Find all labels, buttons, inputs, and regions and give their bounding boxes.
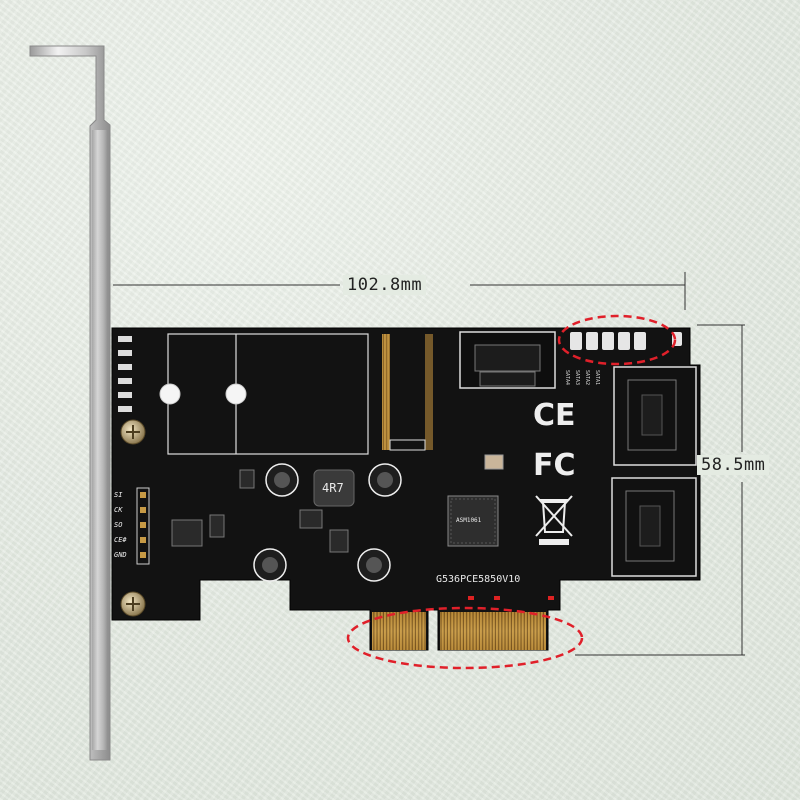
svg-text:SATA3: SATA3 bbox=[574, 370, 580, 385]
crystal bbox=[484, 454, 504, 470]
led-row bbox=[570, 332, 682, 350]
svg-text:SATA2: SATA2 bbox=[584, 370, 590, 385]
svg-text:GND: GND bbox=[114, 551, 127, 559]
dimension-lines bbox=[113, 272, 745, 656]
controller-chip bbox=[447, 495, 499, 547]
highlight-led-ellipse bbox=[557, 314, 677, 366]
smd-chips bbox=[171, 469, 349, 553]
jtag-header bbox=[136, 487, 150, 565]
svg-text:SATA4: SATA4 bbox=[564, 370, 570, 385]
screw-icon-bottom bbox=[120, 591, 146, 617]
highlight-fingers-ellipse bbox=[346, 606, 584, 670]
screw-icon-top bbox=[120, 419, 146, 445]
weee-icon bbox=[535, 495, 573, 545]
ce-mark: CE bbox=[533, 398, 576, 433]
fc-mark: FC bbox=[533, 448, 576, 483]
sata-power-connector bbox=[459, 331, 556, 389]
model-text: G536PCE5850V10 bbox=[436, 574, 520, 585]
smd-red bbox=[468, 596, 554, 600]
gold-fingers bbox=[372, 612, 546, 650]
led-resistors bbox=[118, 336, 132, 412]
svg-text:CK: CK bbox=[114, 506, 123, 514]
inductor-text: 4R7 bbox=[322, 481, 344, 495]
inductor bbox=[313, 469, 355, 507]
svg-text:SATA1: SATA1 bbox=[594, 370, 600, 385]
cert-marks: CE FC bbox=[533, 398, 576, 483]
jtag-labels: SI CK SO CE# GND bbox=[114, 491, 127, 559]
m2-area bbox=[159, 333, 433, 455]
svg-text:CE#: CE# bbox=[114, 536, 127, 544]
height-dimension-label: 58.5mm bbox=[697, 455, 770, 475]
sata-port-icon-2 bbox=[611, 477, 697, 577]
capacitor-icon bbox=[253, 463, 402, 582]
highlight-ellipses bbox=[346, 314, 677, 670]
chip-text: ASM1061 bbox=[456, 517, 482, 524]
bracket bbox=[29, 45, 111, 761]
svg-text:SI: SI bbox=[114, 491, 123, 499]
sata-labels: SATA4 SATA3 SATA2 SATA1 bbox=[564, 370, 600, 385]
width-dimension-label: 102.8mm bbox=[343, 275, 427, 295]
svg-text:SO: SO bbox=[114, 521, 122, 529]
sata-port-icon-1 bbox=[613, 366, 697, 466]
